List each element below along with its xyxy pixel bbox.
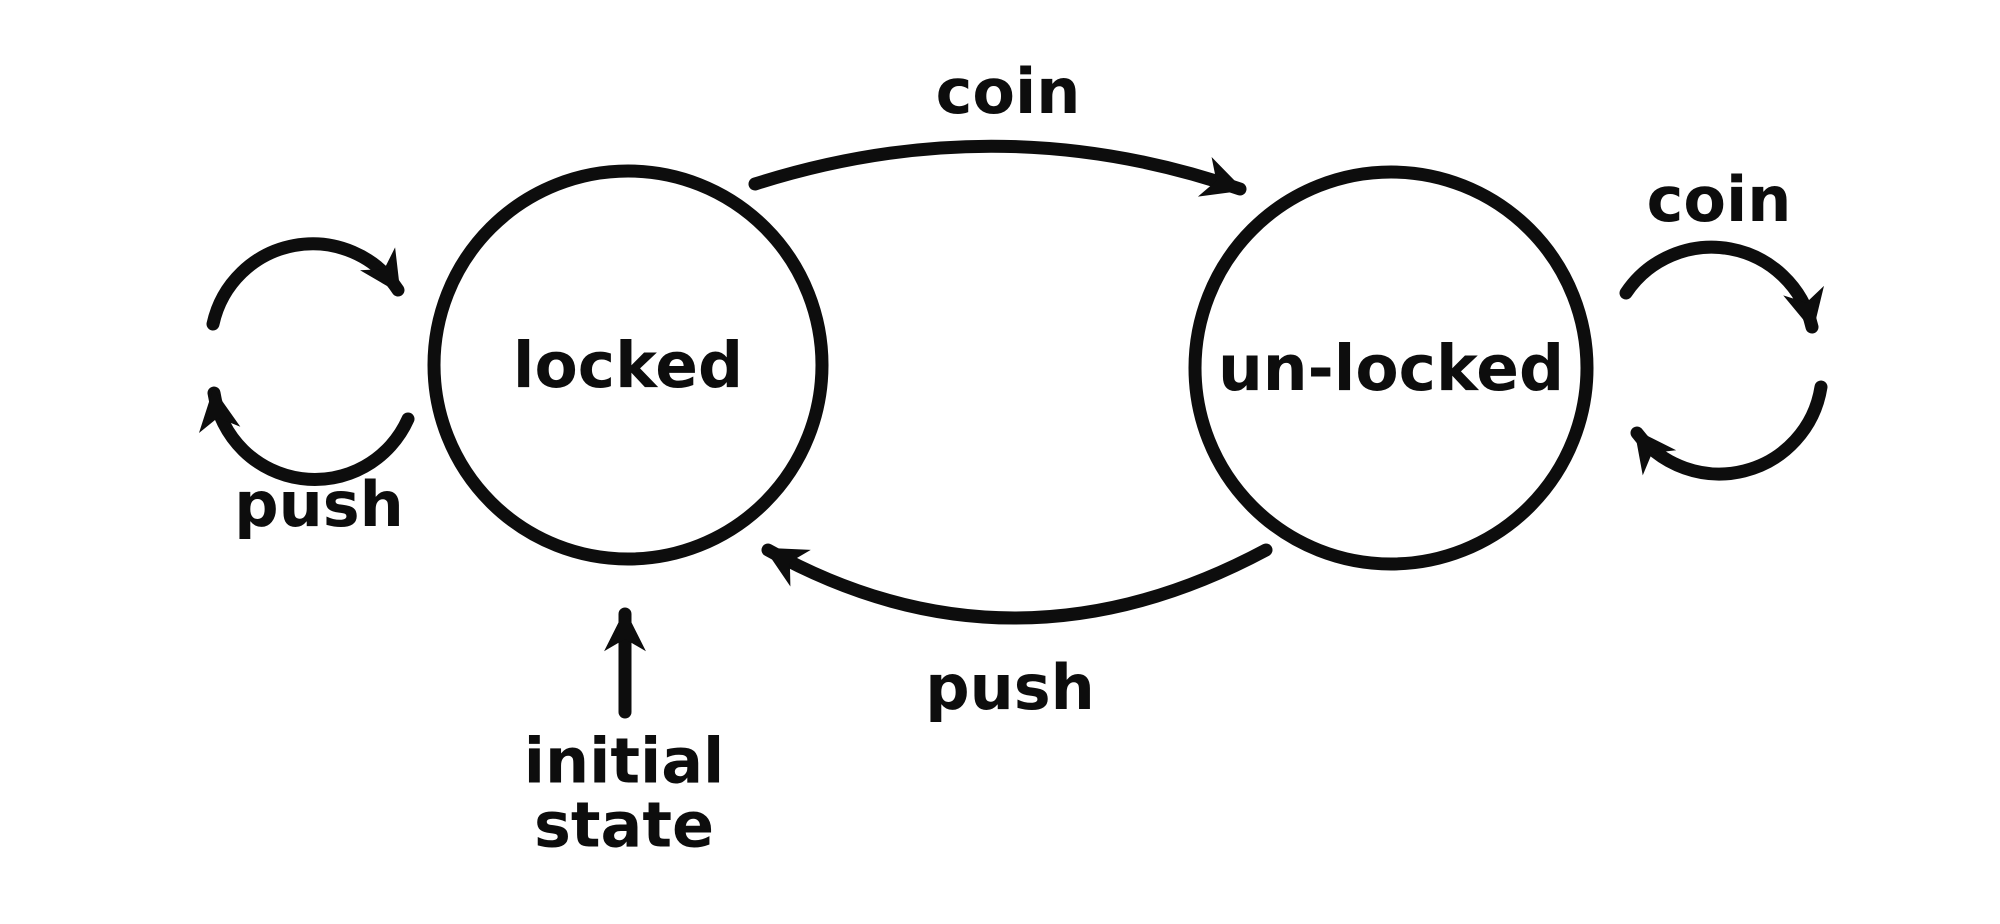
initial-state-label: initial state: [523, 724, 725, 862]
coin-transition-label: coin: [935, 54, 1081, 128]
push-transition-arc: [761, 543, 1273, 625]
unlocked-self-loop-upper-arc: [1619, 240, 1824, 334]
locked-self-loop-upper-arc: [206, 237, 405, 331]
unlocked-self-loop-lower-arc: [1630, 380, 1828, 481]
coin-transition-arc: [748, 139, 1247, 197]
coin-self-loop-label: coin: [1646, 162, 1792, 236]
locked-state-label: locked: [512, 329, 744, 403]
push-transition-label: push: [925, 650, 1095, 724]
unlocked-state-label: un-locked: [1217, 332, 1565, 406]
locked-self-loop-lower-arc: [199, 386, 415, 486]
push-self-loop-label: push: [234, 467, 404, 541]
locked-state-circle: [427, 164, 829, 566]
unlocked-state-circle: [1188, 165, 1594, 571]
